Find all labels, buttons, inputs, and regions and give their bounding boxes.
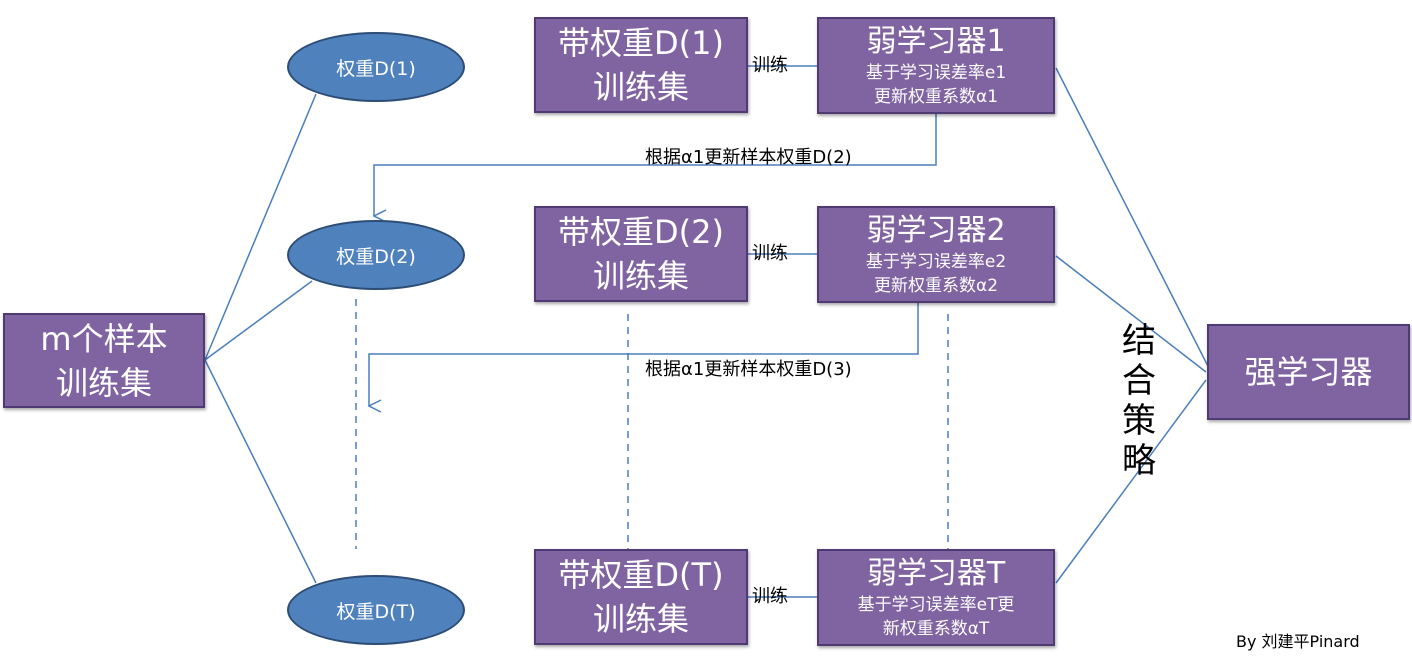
line-learner-2-to-strong <box>1055 255 1207 373</box>
line-source-to-weight-1 <box>204 93 317 361</box>
weighted-training-set-2: 带权重D(2) 训练集 <box>534 206 748 302</box>
weighted-training-set-1-line1: 带权重D(1) <box>558 24 724 62</box>
source-training-set: m个样本 训练集 <box>3 313 205 408</box>
weak-learner-1: 弱学习器1 基于学习误差率e1 更新权重系数α1 <box>817 17 1055 114</box>
combine-strategy-char-2: 合 <box>1122 361 1156 401</box>
line-learner-t-to-strong <box>1055 379 1207 584</box>
weak-learner-t-title: 弱学习器T <box>866 555 1006 591</box>
line-learner-1-to-strong <box>1055 67 1215 379</box>
update-weight-label-2: 根据α1更新样本权重D(2) <box>645 147 852 168</box>
combine-strategy-char-3: 策 <box>1122 401 1156 441</box>
weighted-training-set-1-line2: 训练集 <box>592 68 689 106</box>
weak-learner-1-title: 弱学习器1 <box>866 23 1006 59</box>
weighted-training-set-t: 带权重D(T) 训练集 <box>534 549 748 645</box>
arrow-update-weight-2 <box>374 114 937 216</box>
update-weight-label-3: 根据α1更新样本权重D(3) <box>645 359 852 380</box>
source-training-set-line2: 训练集 <box>55 363 152 402</box>
weighted-training-set-t-line2: 训练集 <box>592 600 689 638</box>
weighted-training-set-1: 带权重D(1) 训练集 <box>534 17 748 113</box>
weak-learner-1-line1: 基于学习误差率e1 <box>865 62 1007 83</box>
combine-strategy-char-4: 略 <box>1122 441 1156 481</box>
strong-learner-label: 强学习器 <box>1244 353 1373 391</box>
weak-learner-t: 弱学习器T 基于学习误差率eT更 新权重系数αT <box>817 549 1055 646</box>
train-label-2: 训练 <box>752 243 788 264</box>
author-credit: By 刘建平Pinard <box>1236 632 1360 651</box>
weighted-training-set-t-line1: 带权重D(T) <box>558 556 724 594</box>
source-training-set-line1: m个样本 <box>40 319 168 358</box>
combine-strategy-label: 结 合 策 略 <box>1117 321 1161 481</box>
weighted-training-set-2-line1: 带权重D(2) <box>558 213 724 251</box>
line-source-to-weight-t <box>204 359 317 584</box>
arrow-update-weight-3 <box>369 303 919 406</box>
combine-strategy-char-1: 结 <box>1122 321 1156 361</box>
weight-ellipse-t: 权重D(T) <box>287 575 465 645</box>
train-label-t: 训练 <box>752 586 788 607</box>
weak-learner-1-line2: 更新权重系数α1 <box>873 86 999 107</box>
weak-learner-2-title: 弱学习器2 <box>866 212 1006 248</box>
weighted-training-set-2-line2: 训练集 <box>592 257 689 295</box>
weak-learner-t-line2: 新权重系数αT <box>882 618 990 639</box>
weight-ellipse-2: 权重D(2) <box>287 220 465 290</box>
train-label-1: 训练 <box>752 55 788 76</box>
strong-learner: 强学习器 <box>1207 324 1410 420</box>
line-source-to-weight-2 <box>204 280 313 361</box>
weak-learner-2-line2: 更新权重系数α2 <box>873 275 999 296</box>
weight-ellipse-1: 权重D(1) <box>287 32 465 102</box>
weak-learner-t-line1: 基于学习误差率eT更 <box>857 594 1015 615</box>
weak-learner-2-line1: 基于学习误差率e2 <box>865 251 1007 272</box>
weak-learner-2: 弱学习器2 基于学习误差率e2 更新权重系数α2 <box>817 206 1055 303</box>
